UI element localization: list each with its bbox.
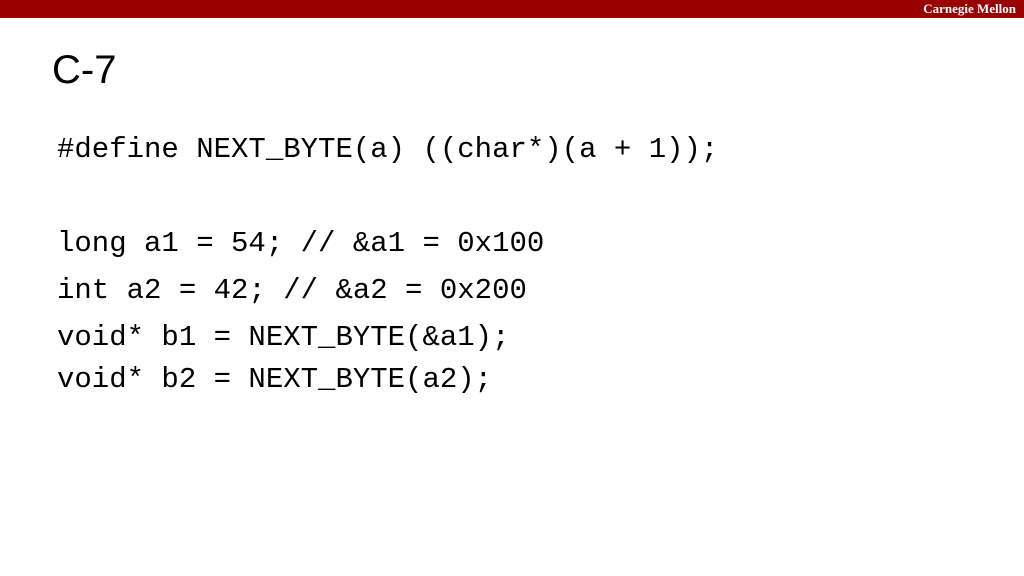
code-line-void-b2: void* b2 = NEXT_BYTE(a2); [57, 363, 493, 396]
header-bar: Carnegie Mellon [0, 0, 1024, 18]
slide-title: C-7 [52, 48, 117, 92]
code-line-void-b1: void* b1 = NEXT_BYTE(&a1); [57, 321, 510, 354]
brand-label: Carnegie Mellon [923, 1, 1016, 16]
code-line-define: #define NEXT_BYTE(a) ((char*)(a + 1)); [57, 133, 719, 166]
code-line-int-a2: int a2 = 42; // &a2 = 0x200 [57, 274, 527, 307]
code-line-long-a1: long a1 = 54; // &a1 = 0x100 [57, 227, 545, 260]
